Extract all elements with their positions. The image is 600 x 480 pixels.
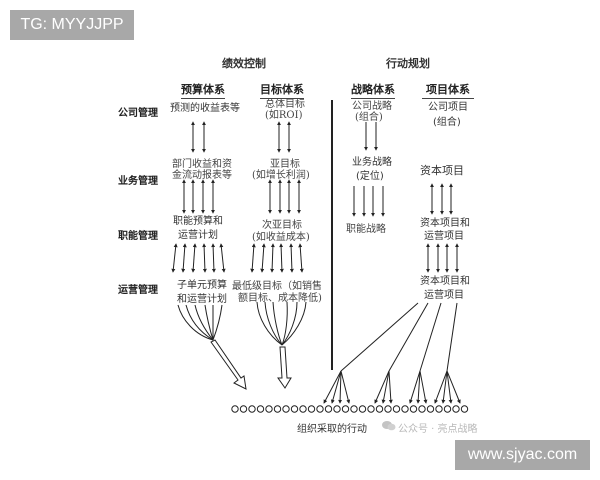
target-node-subsub-line2: (如收益成本) xyxy=(252,232,310,243)
project-node-capital-ops-1-line1: 资本项目和 xyxy=(420,218,470,229)
watermark-top-left: TG: MYYJJPP xyxy=(10,10,134,40)
strategy-node-corporate-line2: (组合) xyxy=(355,112,383,123)
column-header-budget: 预算体系 xyxy=(181,81,225,99)
target-node-subsub-line1: 次亚目标 xyxy=(262,220,302,231)
row-label-corporate: 公司管理 xyxy=(118,108,158,119)
wechat-icon xyxy=(382,420,396,431)
project-node-capital-ops-2-line2: 运营项目 xyxy=(424,290,464,301)
actions-caption: 组织采取的行动 xyxy=(297,424,367,435)
budget-node-subunit-line1: 子单元预算 xyxy=(177,280,227,291)
row-label-business: 业务管理 xyxy=(118,176,158,187)
target-node-overall-line1: 总体目标 xyxy=(265,99,305,110)
target-node-sub-line2: (如增长利润) xyxy=(252,170,310,181)
budget-node-subunit-line2: 和运营计划 xyxy=(177,294,227,305)
strategy-node-corporate-line1: 公司战略 xyxy=(352,101,392,112)
budget-node-functional-line2: 运营计划 xyxy=(178,230,218,241)
project-node-capital: 资本项目 xyxy=(420,164,464,177)
target-node-lowest-line2: 额目标、成本降低) xyxy=(238,293,322,304)
column-header-target: 目标体系 xyxy=(260,81,304,99)
action-circles xyxy=(231,405,469,413)
budget-node-forecast: 预测的收益表等 xyxy=(170,103,240,114)
strategy-node-functional: 职能战略 xyxy=(346,224,386,235)
budget-node-division-line1: 部门收益和资 xyxy=(172,159,232,170)
row-label-functional: 职能管理 xyxy=(118,231,158,242)
project-node-corporate-line1: 公司项目 xyxy=(428,102,468,113)
budget-node-functional-line1: 职能预算和 xyxy=(173,216,223,227)
section-title-action-planning: 行动规划 xyxy=(386,57,430,70)
target-node-lowest-line1: 最低级目标（如销售 xyxy=(232,281,322,292)
row-label-operational: 运营管理 xyxy=(118,285,158,296)
project-node-capital-ops-1-line2: 运营项目 xyxy=(424,231,464,242)
project-node-capital-ops-2-line1: 资本项目和 xyxy=(420,276,470,287)
project-node-corporate-line2: (组合) xyxy=(433,117,461,128)
wechat-watermark: 公众号 · 亮点战略 xyxy=(398,424,478,435)
strategy-node-business-line1: 业务战略 xyxy=(352,157,392,168)
budget-node-division-line2: 金流动报表等 xyxy=(172,170,232,181)
watermark-bottom-right: www.sjyac.com xyxy=(455,440,590,470)
column-header-project: 项目体系 xyxy=(422,81,474,99)
section-title-performance-control: 绩效控制 xyxy=(222,57,266,70)
target-node-overall-line2: (如ROI) xyxy=(265,110,303,121)
target-node-sub-line1: 亚目标 xyxy=(270,159,300,170)
strategy-node-business-line2: (定位) xyxy=(356,171,384,182)
column-header-strategy: 战略体系 xyxy=(351,81,395,99)
